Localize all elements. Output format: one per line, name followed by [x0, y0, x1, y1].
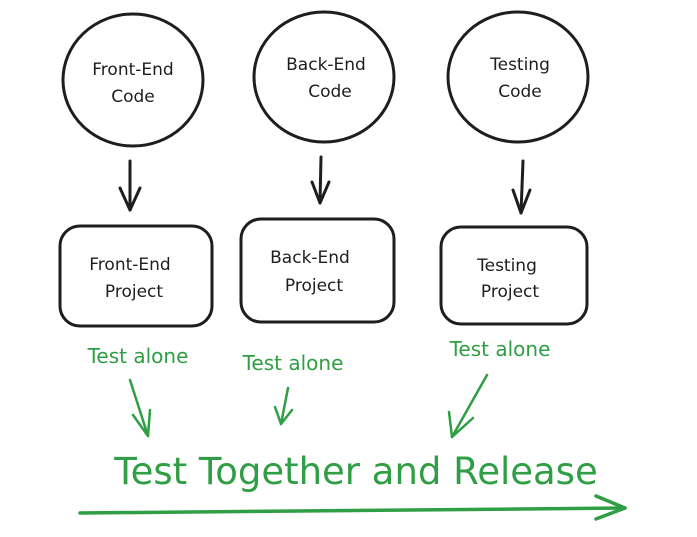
- arrow-shaft: [78, 506, 627, 515]
- node-label: Front-End: [92, 60, 173, 80]
- arrow-shaft: [450, 373, 489, 439]
- test-alone-label-testing: Test alone: [449, 337, 551, 361]
- code-node-front-end: Front-End Code: [61, 12, 205, 148]
- arrow-code-to-project-front-end: [118, 159, 142, 212]
- node-label: Testing: [489, 55, 550, 75]
- test-alone-label-back-end: Test alone: [242, 351, 344, 375]
- arrow-code-to-project-testing: [511, 159, 532, 215]
- circle-shape: [252, 10, 396, 144]
- node-label: Back-End: [286, 55, 366, 75]
- node-label: Code: [308, 82, 352, 102]
- arrow-head: [310, 180, 331, 205]
- project-node-back-end: Back-End Project: [239, 217, 396, 324]
- arrow-shaft: [128, 378, 150, 438]
- arrow-test-alone-testing: [447, 373, 489, 439]
- box-shape: [239, 217, 396, 324]
- arrow-head: [131, 408, 152, 438]
- project-node-testing: Testing Project: [439, 225, 589, 326]
- test-alone-label-front-end: Test alone: [87, 344, 189, 368]
- arrow-shaft: [279, 386, 290, 426]
- arrow-head: [594, 494, 627, 521]
- code-node-back-end: Back-End Code: [252, 10, 396, 144]
- arrow-shaft: [318, 155, 323, 205]
- node-label: Project: [105, 282, 163, 302]
- node-label: Code: [498, 82, 542, 102]
- circle-shape: [61, 12, 205, 148]
- box-shape: [439, 225, 589, 326]
- arrow-test-alone-back-end: [273, 386, 294, 426]
- arrow-code-to-project-back-end: [310, 155, 331, 205]
- test-together-release-label: Test Together and Release: [113, 450, 597, 493]
- box-shape: [58, 224, 214, 328]
- code-node-testing: Testing Code: [446, 10, 590, 144]
- node-label: Testing: [476, 256, 537, 276]
- release-arrow: [78, 494, 627, 521]
- arrow-head: [447, 410, 475, 439]
- node-label: Code: [111, 87, 155, 107]
- arrow-head: [118, 186, 142, 212]
- arrow-shaft: [519, 159, 525, 215]
- arrow-head: [511, 188, 532, 215]
- node-label: Back-End: [270, 248, 350, 268]
- node-label: Project: [285, 276, 343, 296]
- node-label: Front-End: [89, 255, 170, 275]
- arrow-head: [273, 405, 294, 426]
- circle-shape: [446, 10, 590, 144]
- project-node-front-end: Front-End Project: [58, 224, 214, 328]
- arrow-test-alone-front-end: [128, 378, 152, 438]
- node-label: Project: [481, 282, 539, 302]
